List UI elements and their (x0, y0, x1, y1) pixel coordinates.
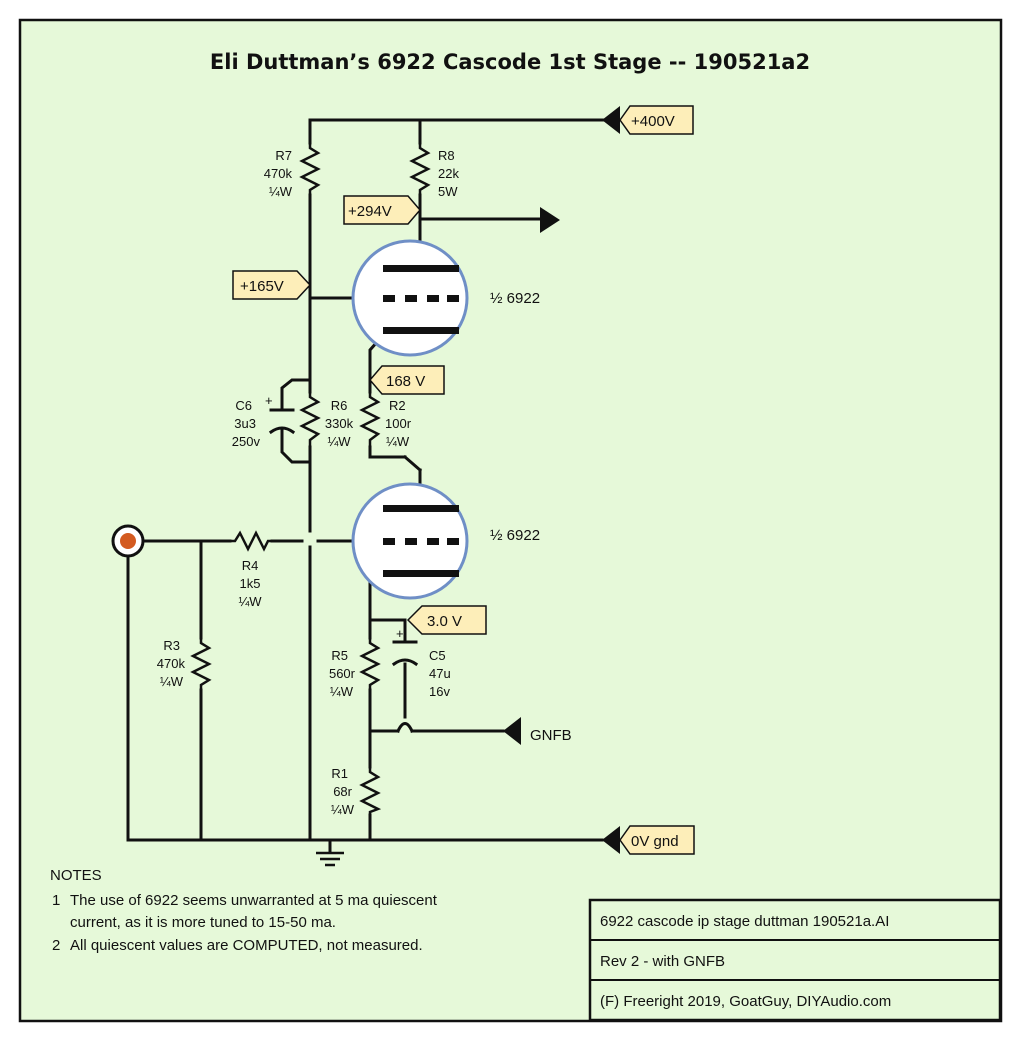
tag-upper-grid: +165V (232, 270, 312, 300)
resistor-R8-symbol (409, 143, 431, 195)
notes-heading: NOTES (50, 867, 102, 884)
diagram-title: Eli Duttman’s 6922 Cascode 1st Stage -- … (210, 50, 810, 74)
r8-ref: R8 (438, 148, 455, 163)
r7-value: 470k (264, 166, 293, 181)
tag-ground: 0V gnd (619, 825, 695, 855)
r4-ref: R4 (242, 558, 259, 573)
title-block-credit: (F) Freeright 2019, GoatGuy, DIYAudio.co… (600, 993, 891, 1010)
note-1-line-1: The use of 6922 seems unwarranted at 5 m… (70, 892, 438, 909)
svg-text:+400V: +400V (631, 113, 675, 130)
r1-ref: R1 (331, 766, 348, 781)
r1-value: 68r (333, 784, 352, 799)
note-1-num: 1 (52, 892, 60, 909)
resistor-R7-symbol (299, 143, 321, 195)
b-plus-arrow-icon (602, 106, 620, 134)
upper-tube-label: ½ 6922 (490, 290, 540, 307)
r6-value: 330k (325, 416, 354, 431)
r5-rating: ¼W (330, 684, 354, 699)
resistor-R5-symbol (359, 638, 381, 690)
tag-mid-node: 168 V (369, 365, 445, 395)
r1-rating: ¼W (331, 802, 355, 817)
r5-value: 560r (329, 666, 356, 681)
sheet-background (18, 18, 1003, 1023)
r3-value: 470k (157, 656, 186, 671)
resistor-R4-symbol (230, 530, 272, 552)
r8-value: 22k (438, 166, 459, 181)
c6-plus: + (265, 393, 273, 408)
tag-b-plus: +400V (619, 105, 694, 135)
upper-tube-symbol (351, 239, 469, 357)
title-block (588, 898, 1002, 1022)
note-1-line-2: current, as it is more tuned to 15-50 ma… (70, 914, 336, 931)
lower-tube-label: ½ 6922 (490, 527, 540, 544)
r2-rating: ¼W (386, 434, 410, 449)
r5-ref: R5 (331, 648, 348, 663)
r2-ref: R2 (389, 398, 406, 413)
svg-text:0V gnd: 0V gnd (631, 833, 679, 850)
plate-output-arrow-icon (540, 207, 560, 233)
capacitor-C5-symbol (391, 640, 419, 667)
r4-value: 1k5 (240, 576, 261, 591)
ground-arrow-icon (602, 826, 620, 854)
title-block-rev: Rev 2 - with GNFB (600, 953, 725, 970)
lower-tube-symbol (351, 482, 469, 600)
r4-rating: ¼W (238, 594, 262, 609)
tag-cathode: 3.0 V (406, 605, 487, 635)
svg-text:168 V: 168 V (386, 373, 425, 390)
tag-upper-plate: +294V (343, 195, 421, 225)
resistor-R6-symbol (299, 392, 321, 447)
r3-ref: R3 (163, 638, 180, 653)
title-block-file: 6922 cascode ip stage duttman 190521a.AI (600, 913, 889, 930)
svg-text:+165V: +165V (240, 278, 284, 295)
r6-ref: R6 (331, 398, 348, 413)
note-2-line-1: All quiescent values are COMPUTED, not m… (70, 937, 423, 954)
svg-text:+294V: +294V (348, 203, 392, 220)
resistor-R3-symbol (190, 638, 212, 690)
r8-rating: 5W (438, 184, 458, 199)
input-jack-icon (111, 524, 145, 558)
note-2-num: 2 (52, 937, 60, 954)
r7-ref: R7 (275, 148, 292, 163)
svg-text:3.0 V: 3.0 V (427, 613, 462, 630)
c6-value: 3u3 (234, 416, 256, 431)
c5-plus: + (396, 626, 404, 641)
c6-rating: 250v (232, 434, 261, 449)
capacitor-C6-symbol (268, 408, 296, 435)
r7-rating: ¼W (269, 184, 293, 199)
gnfb-label: GNFB (530, 727, 572, 744)
c5-rating: 16v (429, 684, 450, 699)
r2-value: 100r (385, 416, 412, 431)
resistor-R2-symbol (359, 392, 381, 447)
c6-ref: C6 (235, 398, 252, 413)
c5-value: 47u (429, 666, 451, 681)
r6-rating: ¼W (327, 434, 351, 449)
ground-icon (316, 851, 344, 867)
resistor-R1-symbol (359, 767, 382, 815)
r3-rating: ¼W (160, 674, 184, 689)
c5-ref: C5 (429, 648, 446, 663)
gnfb-arrow-icon (503, 717, 521, 745)
